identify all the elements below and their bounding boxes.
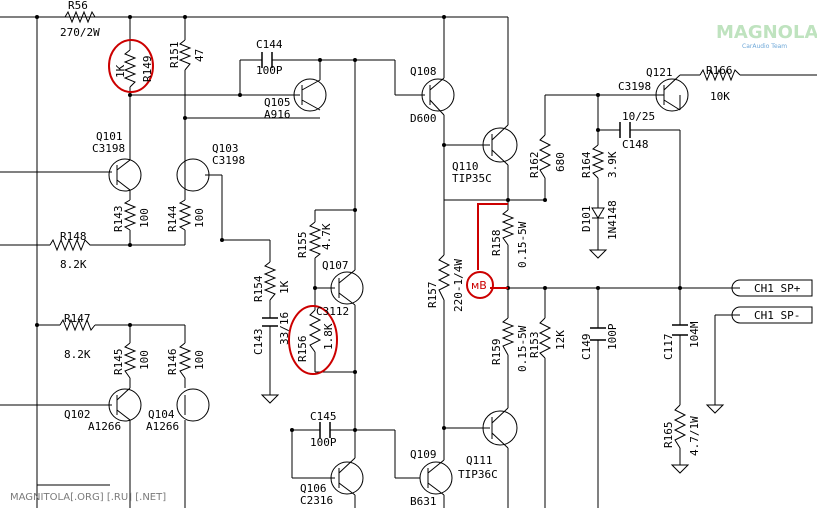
- diode-symbol: [591, 200, 605, 225]
- r154-ref: R154: [252, 275, 265, 302]
- q104-ref: Q104: [148, 408, 175, 421]
- r165-value: 4.7/1W: [688, 416, 701, 456]
- r158-ref: R158: [490, 230, 503, 257]
- output-connectors: [731, 279, 813, 324]
- c149-ref: C149: [580, 334, 593, 361]
- r158-value: 0.15-5W: [516, 221, 529, 268]
- c143-ref: C143: [252, 329, 265, 356]
- r153-value: 12K: [554, 330, 567, 350]
- r155-ref: R155: [296, 232, 309, 259]
- brand-tagline: CarAudio Team: [742, 43, 787, 50]
- r165-ref: R165: [662, 422, 675, 449]
- r144-value: 100: [193, 208, 206, 228]
- r146-value: 100: [193, 350, 206, 370]
- q101-ref: Q101: [96, 130, 123, 143]
- q109-part: B631: [410, 495, 437, 508]
- r149-value: 1K: [114, 64, 127, 78]
- r159-ref: R159: [490, 339, 503, 366]
- q111-part: TIP36C: [458, 468, 498, 481]
- r147-value: 8.2K: [64, 348, 91, 361]
- q108-ref: Q108: [410, 65, 437, 78]
- r156-ref: R156: [296, 336, 309, 363]
- r164-value: 3.9K: [606, 151, 619, 178]
- q121-part: C3198: [618, 80, 651, 93]
- r151-value: 47: [193, 49, 206, 62]
- transistor-symbols: [108, 74, 689, 496]
- q106-ref: Q106: [300, 482, 327, 495]
- r146-ref: R146: [166, 349, 179, 376]
- r151-ref: R151: [168, 42, 181, 69]
- q110-part: TIP35C: [452, 172, 492, 185]
- c144-ref: C144: [256, 38, 283, 51]
- r155-value: 4.7K: [320, 223, 333, 250]
- r145-ref: R145: [112, 349, 125, 376]
- r162-value: 680: [554, 152, 567, 172]
- r154-value: 1K: [278, 280, 291, 294]
- q102-part: A1266: [88, 420, 121, 433]
- red-annotations: [108, 39, 508, 375]
- q121-ref: Q121: [646, 66, 673, 79]
- q107-ref: Q107: [322, 259, 349, 272]
- mv-marker-label: мВ: [471, 279, 487, 292]
- d101-part: 1N4148: [606, 200, 619, 240]
- q102-ref: Q102: [64, 408, 91, 421]
- q103-ref: Q103: [212, 142, 239, 155]
- c145-ref: C145: [310, 410, 337, 423]
- q105-ref: Q105: [264, 96, 291, 109]
- r145-value: 100: [138, 350, 151, 370]
- c144-value: 100P: [256, 64, 283, 77]
- q111-ref: Q111: [466, 454, 493, 467]
- r147-ref: R147: [64, 312, 91, 325]
- r157-value: 220-1/4W: [452, 259, 465, 312]
- r56-ref: R56: [68, 0, 88, 12]
- r149-ref: R149: [141, 56, 154, 83]
- q101-part: C3198: [92, 142, 125, 155]
- r166-value: 10K: [710, 90, 730, 103]
- c148-ref: C148: [622, 138, 649, 151]
- q107-part: C3112: [316, 305, 349, 318]
- c148-value: 10/25: [622, 110, 655, 123]
- r56-value: 270/2W: [60, 26, 100, 39]
- c117-ref: C117: [662, 334, 675, 361]
- capacitor-leads: [269, 129, 681, 352]
- r144-ref: R144: [166, 205, 179, 232]
- ch1-sp-plus-label: CH1 SP+: [754, 282, 801, 295]
- q110-ref: Q110: [452, 160, 479, 173]
- site-watermark: MAGNITOLA[.ORG] [.RU] [.NET]: [10, 492, 166, 503]
- c143-value: 33/16: [278, 312, 291, 345]
- resistor-symbols: [49, 10, 741, 449]
- d101-ref: D101: [580, 206, 593, 233]
- r148-ref: R148: [60, 230, 87, 243]
- r143-value: 100: [138, 208, 151, 228]
- q108-part: D600: [410, 112, 437, 125]
- r159-value: 0.15-5W: [516, 325, 529, 372]
- r143-ref: R143: [112, 206, 125, 233]
- r162-ref: R162: [528, 152, 541, 179]
- r156-value: 1.8K: [322, 323, 335, 350]
- r148-value: 8.2K: [60, 258, 87, 271]
- q105-part: A916: [264, 108, 291, 121]
- c149-value: 100P: [606, 323, 619, 350]
- ground-symbols: [260, 249, 725, 474]
- q104-part: A1266: [146, 420, 179, 433]
- ch1-sp-minus-label: CH1 SP-: [754, 309, 800, 322]
- brand-logo: MAGNOLA: [716, 22, 817, 43]
- labels: R56 270/2W R149 1K R151 47 C144 100P Q10…: [10, 0, 817, 508]
- q103-part: C3198: [212, 154, 245, 167]
- c145-value: 100P: [310, 436, 337, 449]
- r164-ref: R164: [580, 151, 593, 178]
- q106-part: C2316: [300, 494, 333, 507]
- r157-ref: R157: [426, 282, 439, 309]
- r166-ref: R166: [706, 64, 733, 77]
- r153-ref: R153: [528, 332, 541, 359]
- q109-ref: Q109: [410, 448, 437, 461]
- c117-value: 104M: [688, 321, 701, 348]
